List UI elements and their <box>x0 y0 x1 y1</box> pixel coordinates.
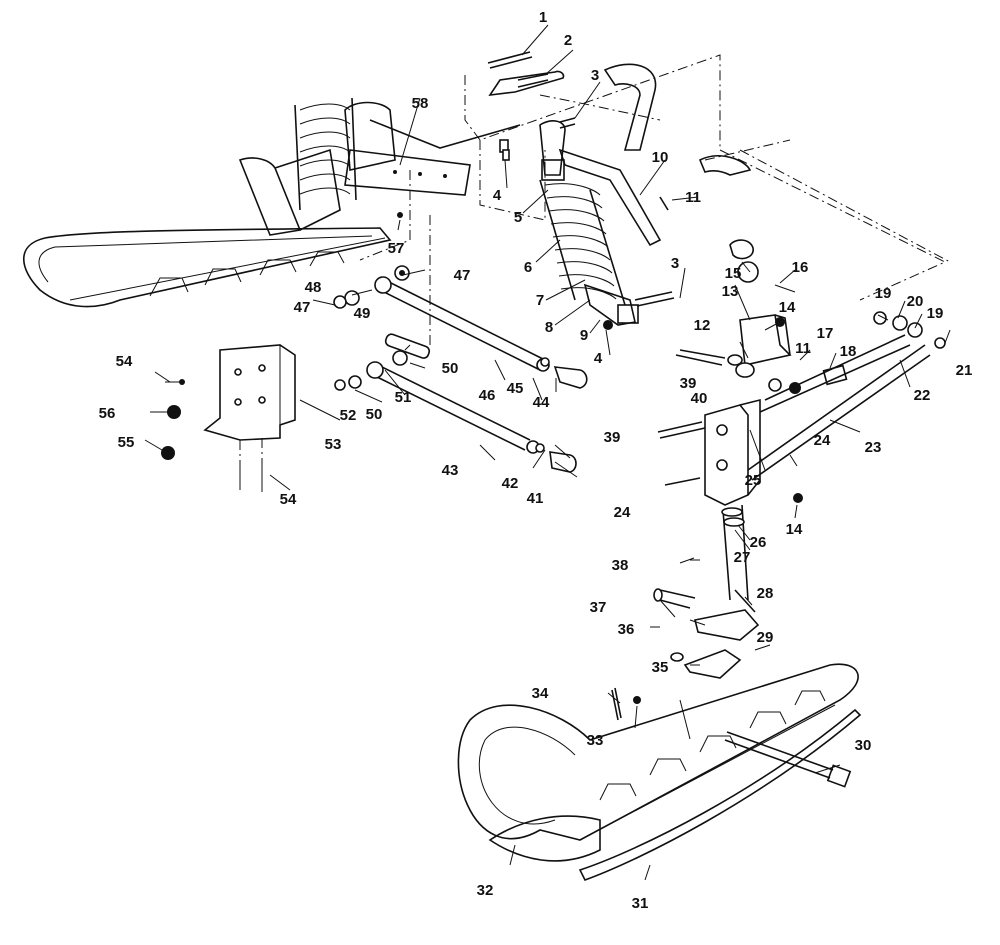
part-number-label: 46 <box>479 387 496 404</box>
part-number-label: 53 <box>325 436 342 453</box>
part-number-label: 25 <box>745 472 762 489</box>
part-number-label: 57 <box>388 240 405 257</box>
part-number-label: 42 <box>502 475 519 492</box>
part-number-label: 35 <box>652 659 669 676</box>
part-number-label: 27 <box>734 549 751 566</box>
part-number-label: 30 <box>855 737 872 754</box>
part-number-label: 6 <box>524 259 532 276</box>
part-number-label: 50 <box>442 360 459 377</box>
part-number-label: 18 <box>840 343 857 360</box>
part-number-label: 10 <box>652 149 669 166</box>
part-number-label: 47 <box>294 299 311 316</box>
part-number-label: 4 <box>493 187 502 204</box>
part-number-label: 28 <box>757 585 774 602</box>
part-number-label: 50 <box>366 406 383 423</box>
part-number-label: 5 <box>514 209 522 226</box>
part-number-label: 33 <box>587 732 604 749</box>
part-number-label: 4 <box>594 350 603 367</box>
part-number-label: 45 <box>507 380 524 397</box>
part-number-label: 19 <box>875 285 892 302</box>
part-number-label: 20 <box>907 293 924 310</box>
part-number-label: 51 <box>395 389 412 406</box>
part-number-label: 8 <box>545 319 553 336</box>
part-number-label: 39 <box>604 429 621 446</box>
part-number-label: 37 <box>590 599 607 616</box>
part-number-label: 3 <box>591 67 599 84</box>
part-number-label: 48 <box>305 279 322 296</box>
part-number-label: 11 <box>685 189 701 206</box>
part-number-label: 54 <box>280 491 297 508</box>
left-ski-assembly <box>22 97 521 308</box>
part-number-label: 49 <box>354 305 371 322</box>
part-number-label: 34 <box>532 685 549 702</box>
part-number-label: 52 <box>340 407 357 424</box>
part-number-label: 15 <box>725 265 742 282</box>
part-number-label: 21 <box>956 362 973 379</box>
part-number-label: 41 <box>527 490 544 507</box>
spindle-assembly <box>653 398 761 679</box>
part-number-label: 13 <box>722 283 739 300</box>
part-number-label: 24 <box>814 432 831 449</box>
shock-absorber <box>539 120 639 326</box>
leader-lines <box>144 24 951 881</box>
bracket-52 <box>161 344 296 492</box>
part-number-label: 29 <box>757 629 774 646</box>
part-number-label: 43 <box>442 462 459 479</box>
part-number-label: 56 <box>99 405 116 422</box>
part-number-label: 23 <box>865 439 882 456</box>
part-number-label: 9 <box>580 327 588 344</box>
part-number-label: 44 <box>533 394 550 411</box>
small-hardware <box>179 51 803 628</box>
part-number-label: 1 <box>539 9 547 26</box>
part-number-label: 17 <box>817 325 834 342</box>
part-number-label: 3 <box>671 255 679 272</box>
part-number-label: 26 <box>750 534 767 551</box>
part-number-label: 24 <box>614 504 631 521</box>
part-number-label: 55 <box>118 434 135 451</box>
part-number-label: 32 <box>477 882 494 899</box>
part-number-label: 39 <box>680 375 697 392</box>
part-number-label: 36 <box>618 621 635 638</box>
front-ski <box>457 652 862 881</box>
part-number-label: 40 <box>691 390 708 407</box>
part-number-label: 22 <box>914 387 931 404</box>
part-number-label: 54 <box>116 353 133 370</box>
part-number-label: 19 <box>927 305 944 322</box>
part-number-label: 47 <box>454 267 471 284</box>
part-number-label: 31 <box>632 895 649 912</box>
tie-rods <box>747 311 946 481</box>
part-number-label: 38 <box>612 557 629 574</box>
mounting-plate-58 <box>344 149 471 196</box>
part-number-label: 2 <box>564 32 572 49</box>
part-number-label: 7 <box>536 292 544 309</box>
part-number-label: 14 <box>786 521 803 538</box>
steering-block <box>657 239 801 486</box>
part-number-label: 58 <box>412 95 429 112</box>
part-number-label: 12 <box>694 317 711 334</box>
part-number-label: 14 <box>779 299 796 316</box>
steering-arm <box>488 63 752 247</box>
part-number-label: 16 <box>792 259 809 276</box>
part-number-label: 11 <box>795 340 811 357</box>
